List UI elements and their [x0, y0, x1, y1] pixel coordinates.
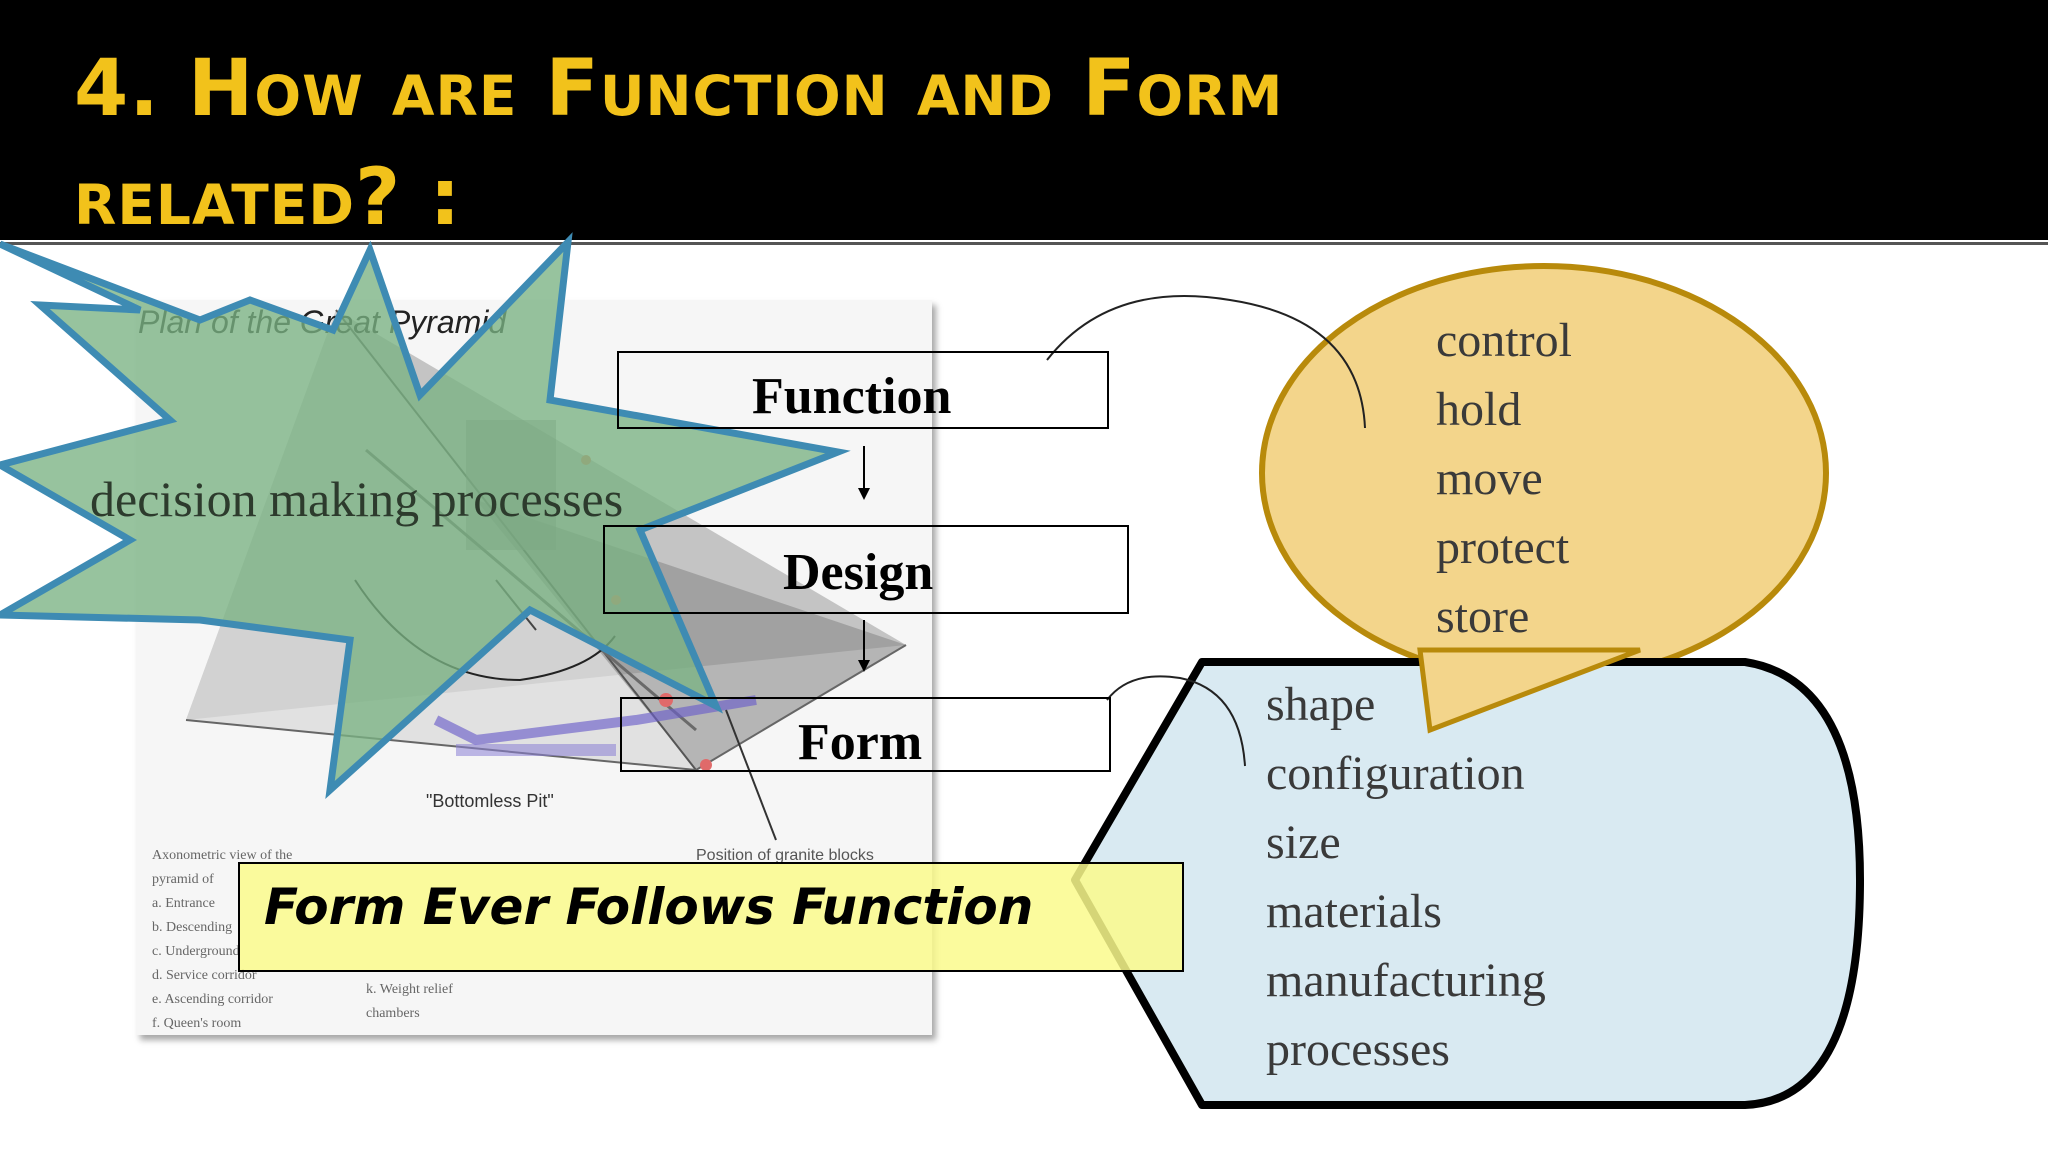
granite-blocks-label: Position of granite blocks: [696, 847, 874, 864]
quote-banner: Form Ever Follows Function: [238, 862, 1184, 972]
legend-item: Axonometric view of the: [152, 848, 293, 863]
form-box: [620, 697, 1111, 772]
function-word: store: [1436, 590, 1530, 643]
form-word-list: shape configuration size materials manuf…: [1266, 670, 1546, 1084]
form-word: size: [1266, 816, 1341, 869]
decision-starburst: [0, 232, 851, 799]
form-label: Form: [798, 714, 923, 771]
pit-label: "Bottomless Pit": [426, 791, 554, 811]
function-word-list: control hold move protect store: [1436, 306, 1572, 651]
legend-item: c. Underground: [152, 944, 240, 959]
function-word: hold: [1436, 383, 1522, 436]
function-word: control: [1436, 314, 1572, 367]
legend-item: k. Weight relief: [366, 982, 453, 997]
illustration-legend: Axonometric view of the pyramid of a. En…: [152, 844, 292, 1036]
legend-item: f. Queen's room: [152, 1016, 242, 1031]
form-connector: [1106, 675, 1246, 767]
legend-item: b. Descending: [152, 920, 233, 935]
title-divider: [0, 242, 2048, 245]
slide-title-line-2: related? :: [74, 153, 462, 243]
form-word: materials: [1266, 885, 1442, 938]
arrow-head-icon: [858, 488, 870, 500]
legend-item: chambers: [366, 1006, 420, 1021]
legend-item: pyramid of: [152, 872, 214, 887]
legend-item: e. Ascending corridor: [152, 992, 273, 1007]
slide-title-line-1: 4. How are Function and Form: [74, 44, 1284, 134]
title-bar: 4. How are Function and Form related? :: [0, 0, 2048, 243]
function-connector: [1046, 295, 1366, 429]
form-word: configuration: [1266, 747, 1525, 800]
burst-text: decision making processes: [90, 471, 624, 527]
design-box: [603, 525, 1129, 614]
arrow-head-icon: [858, 660, 870, 672]
function-word: protect: [1436, 521, 1570, 574]
quote-banner-text: Form Ever Follows Function: [264, 878, 1034, 936]
legend-item: d. Service corridor: [152, 968, 257, 983]
legend-item: a. Entrance: [152, 896, 215, 911]
form-word: processes: [1266, 1023, 1450, 1076]
form-word: shape: [1266, 678, 1376, 731]
function-box: [617, 351, 1109, 429]
form-word: manufacturing: [1266, 954, 1546, 1007]
function-word: move: [1436, 452, 1543, 505]
form-callout-shape: [1071, 658, 1864, 1109]
function-label: Function: [752, 368, 952, 425]
design-label: Design: [783, 544, 934, 601]
thought-bubble-tail: [1417, 647, 1641, 734]
illustration-legend-right: k. Weight relief chambers: [366, 978, 453, 1026]
